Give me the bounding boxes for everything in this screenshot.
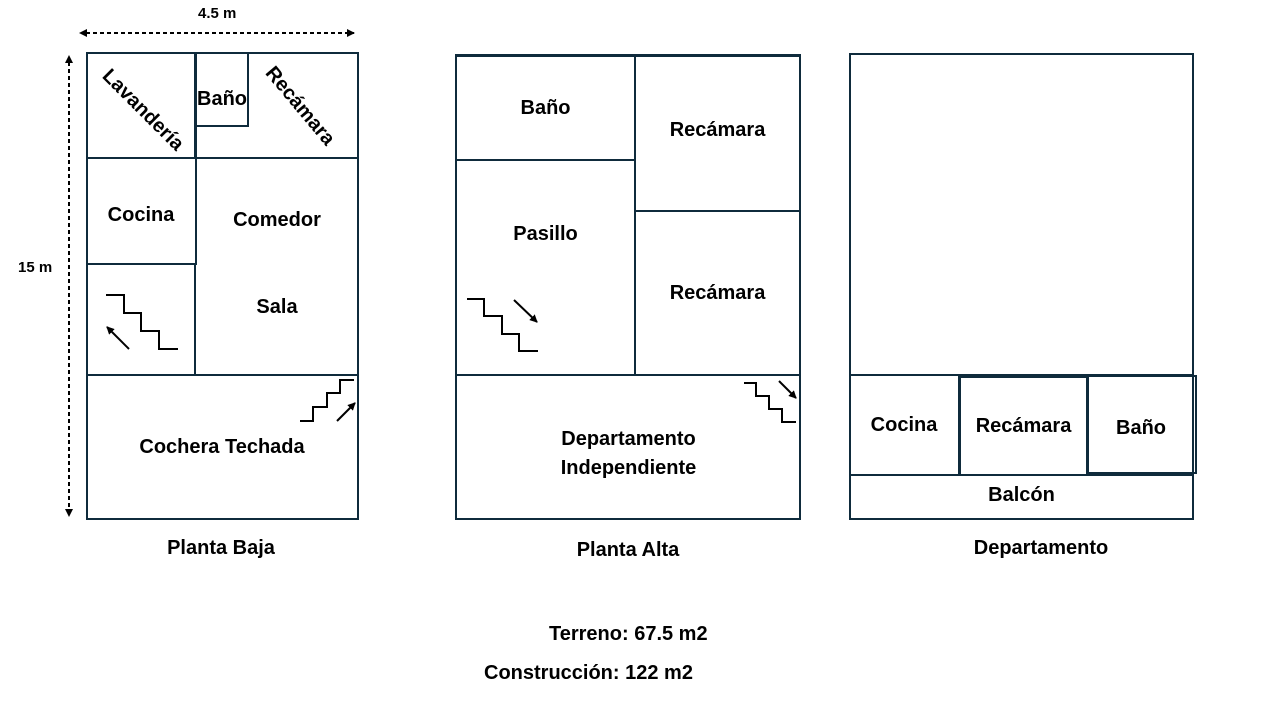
caption-planta-alta: Planta Alta bbox=[576, 539, 680, 561]
summary-terreno: Terreno: 67.5 m2 bbox=[549, 623, 708, 645]
label-recamara: Recámara bbox=[975, 415, 1072, 437]
label-recamara: Recámara bbox=[669, 282, 766, 304]
label-sala: Sala bbox=[256, 296, 298, 318]
wall-cochera bbox=[86, 374, 359, 376]
label-bano: Baño bbox=[197, 88, 247, 110]
label-recamara: Recámara bbox=[669, 119, 766, 141]
label-comedor: Comedor bbox=[233, 209, 321, 231]
label-cocina: Cocina bbox=[107, 204, 175, 226]
room-bano-dep bbox=[1086, 375, 1197, 474]
room-balcon-dep bbox=[849, 474, 1194, 520]
width-dimension-label: 4.5 m bbox=[198, 5, 237, 22]
wall-departamento-divider bbox=[849, 374, 1194, 376]
height-dimension-label: 15 m bbox=[18, 259, 53, 276]
room-recamara-2-pa bbox=[634, 210, 801, 376]
summary-construccion: Construcción: 122 m2 bbox=[484, 662, 693, 684]
label-balcon: Balcón bbox=[988, 484, 1055, 506]
label-pasillo: Pasillo bbox=[513, 223, 578, 245]
label-departamento-independiente-line1: Departamento bbox=[561, 428, 696, 450]
caption-planta-baja: Planta Baja bbox=[167, 537, 275, 559]
wall-top-band bbox=[86, 52, 359, 159]
label-bano: Baño bbox=[1116, 417, 1166, 439]
label-departamento-independiente-line2: Independiente bbox=[560, 457, 697, 479]
room-pasillo-pa bbox=[455, 159, 636, 376]
room-stairs-pb bbox=[86, 263, 196, 376]
label-bano: Baño bbox=[520, 97, 571, 119]
wall-lavanderia bbox=[194, 52, 197, 159]
caption-departamento: Departamento bbox=[973, 537, 1109, 559]
label-cochera: Cochera Techada bbox=[139, 436, 305, 458]
label-cocina: Cocina bbox=[870, 414, 938, 436]
